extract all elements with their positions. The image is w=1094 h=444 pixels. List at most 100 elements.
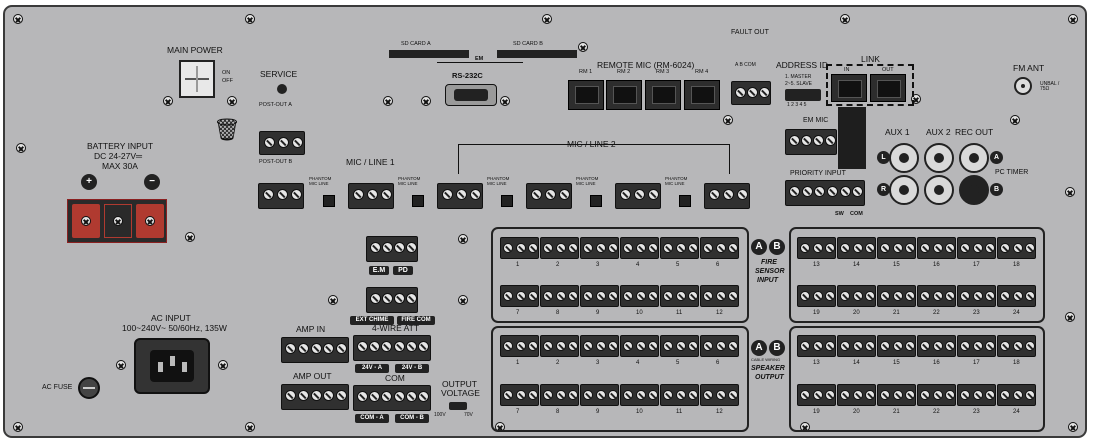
four-wire-terminal[interactable]	[353, 335, 431, 361]
rm-4-port[interactable]	[684, 80, 720, 110]
ac-fuse-holder[interactable]	[78, 377, 100, 399]
phantom-switch[interactable]	[679, 195, 691, 207]
rec-out-a-jack[interactable]	[959, 143, 989, 173]
fire-a-zone-12-terminal[interactable]	[700, 285, 739, 307]
mic-line-1b-terminal[interactable]	[348, 183, 394, 209]
aux-1-r-jack[interactable]	[889, 175, 919, 205]
zone-number-label: 11	[676, 409, 683, 415]
fire-b-zone-18-terminal[interactable]	[997, 237, 1036, 259]
fault-out-terminal[interactable]	[731, 81, 771, 105]
em-pd-terminal[interactable]	[366, 236, 418, 262]
link-out-port[interactable]	[870, 74, 906, 102]
fm-ant-connector[interactable]	[1014, 77, 1032, 95]
fire-a-zone-6-terminal[interactable]	[700, 237, 739, 259]
fire-a-zone-10-terminal[interactable]	[620, 285, 659, 307]
mic-line-2b-terminal[interactable]	[526, 183, 572, 209]
speaker-a-zone-4-terminal[interactable]	[620, 335, 659, 357]
fire-a-zone-2-terminal[interactable]	[540, 237, 579, 259]
fire-b-zone-24-terminal[interactable]	[997, 285, 1036, 307]
speaker-b-zone-21-terminal[interactable]	[877, 384, 916, 406]
speaker-b-zone-13-terminal[interactable]	[797, 335, 836, 357]
sd-card-a-slot[interactable]	[389, 50, 469, 58]
phantom-switch[interactable]	[412, 195, 424, 207]
fire-a-zone-9-terminal[interactable]	[580, 285, 619, 307]
address-dip-switch[interactable]	[785, 89, 821, 101]
fire-a-zone-7-terminal[interactable]	[500, 285, 539, 307]
em-mic-terminal[interactable]	[785, 129, 837, 155]
speaker-a-zone-12-terminal[interactable]	[700, 384, 739, 406]
phantom-switch[interactable]	[323, 195, 335, 207]
pc-timer-jack[interactable]	[959, 175, 989, 205]
terminal-screw-icon	[722, 189, 734, 200]
speaker-a-zone-10-terminal[interactable]	[620, 384, 659, 406]
mic-line-2c-terminal[interactable]	[615, 183, 661, 209]
rs232c-port[interactable]	[445, 84, 497, 106]
speaker-a-zone-2-terminal[interactable]	[540, 335, 579, 357]
fire-a-zone-5-terminal[interactable]	[660, 237, 699, 259]
phantom-switch[interactable]	[501, 195, 513, 207]
fire-b-zone-13-terminal[interactable]	[797, 237, 836, 259]
mic-line-2a-terminal[interactable]	[437, 183, 483, 209]
output-voltage-switch[interactable]	[449, 402, 467, 410]
aux-1-l-jack[interactable]	[889, 143, 919, 173]
speaker-a-zone-7-terminal[interactable]	[500, 384, 539, 406]
fire-a-zone-3-terminal[interactable]	[580, 237, 619, 259]
output-voltage-label-1: OUTPUT	[442, 379, 477, 389]
rm-2-port[interactable]	[606, 80, 642, 110]
fire-b-zone-22-terminal[interactable]	[917, 285, 956, 307]
battery-terminal[interactable]	[67, 199, 167, 243]
speaker-a-zone-3-terminal[interactable]	[580, 335, 619, 357]
speaker-a-zone-9-terminal[interactable]	[580, 384, 619, 406]
speaker-b-zone-24-terminal[interactable]	[997, 384, 1036, 406]
amp-out-terminal[interactable]	[281, 384, 349, 410]
fire-a-zone-8-terminal[interactable]	[540, 285, 579, 307]
fire-b-zone-16-terminal[interactable]	[917, 237, 956, 259]
phantom-switch[interactable]	[590, 195, 602, 207]
mic-line-1a-terminal[interactable]	[258, 183, 304, 209]
link-in-port[interactable]	[831, 74, 867, 102]
priority-input-terminal[interactable]	[785, 180, 865, 206]
fire-b-zone-15-terminal[interactable]	[877, 237, 916, 259]
fire-a-zone-11-terminal[interactable]	[660, 285, 699, 307]
speaker-b-zone-17-terminal[interactable]	[957, 335, 996, 357]
speaker-a-zone-8-terminal[interactable]	[540, 384, 579, 406]
battery-label-2: DC 24-27V═	[94, 151, 143, 161]
terminal-screw-icon	[352, 189, 364, 200]
speaker-a-zone-5-terminal[interactable]	[660, 335, 699, 357]
mic-line-2d-terminal[interactable]	[704, 183, 750, 209]
fire-b-zone-23-terminal[interactable]	[957, 285, 996, 307]
fire-a-zone-4-terminal[interactable]	[620, 237, 659, 259]
fire-b-zone-20-terminal[interactable]	[837, 285, 876, 307]
speaker-b-zone-18-terminal[interactable]	[997, 335, 1036, 357]
com-terminal[interactable]	[353, 385, 431, 411]
speaker-b-zone-15-terminal[interactable]	[877, 335, 916, 357]
aux-2-r-jack[interactable]	[924, 175, 954, 205]
speaker-b-zone-20-terminal[interactable]	[837, 384, 876, 406]
amp-in-terminal[interactable]	[281, 337, 349, 363]
rm-1-port[interactable]	[568, 80, 604, 110]
post-out-terminal[interactable]	[259, 131, 305, 155]
zone-number-label: 13	[813, 360, 820, 366]
service-port[interactable]	[277, 84, 287, 94]
fire-b-zone-21-terminal[interactable]	[877, 285, 916, 307]
speaker-b-zone-19-terminal[interactable]	[797, 384, 836, 406]
speaker-b-zone-23-terminal[interactable]	[957, 384, 996, 406]
zone-number-label: 23	[973, 310, 980, 316]
ac-inlet[interactable]	[134, 338, 210, 394]
rm-3-port[interactable]	[645, 80, 681, 110]
aux-2-l-jack[interactable]	[924, 143, 954, 173]
fire-b-zone-14-terminal[interactable]	[837, 237, 876, 259]
speaker-b-zone-16-terminal[interactable]	[917, 335, 956, 357]
output-label: OUTPUT	[755, 374, 784, 381]
fire-b-zone-19-terminal[interactable]	[797, 285, 836, 307]
main-power-switch[interactable]	[179, 60, 215, 98]
speaker-a-zone-1-terminal[interactable]	[500, 335, 539, 357]
speaker-a-zone-6-terminal[interactable]	[700, 335, 739, 357]
fire-a-zone-1-terminal[interactable]	[500, 237, 539, 259]
speaker-a-zone-11-terminal[interactable]	[660, 384, 699, 406]
speaker-b-zone-22-terminal[interactable]	[917, 384, 956, 406]
sd-card-b-slot[interactable]	[497, 50, 577, 58]
chime-fire-terminal[interactable]	[366, 287, 418, 313]
fire-b-zone-17-terminal[interactable]	[957, 237, 996, 259]
speaker-b-zone-14-terminal[interactable]	[837, 335, 876, 357]
